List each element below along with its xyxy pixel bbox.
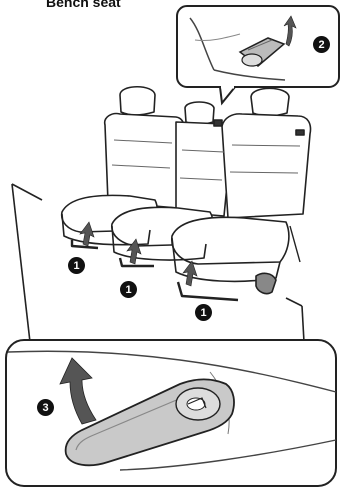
callout-step-2: 2: [313, 36, 330, 53]
callout-step-1: 1: [195, 304, 212, 321]
diagram-title: Bench seat: [46, 0, 121, 10]
inset-seat-handle: [6, 340, 336, 486]
inset-recline-lever: [177, 6, 339, 103]
callout-step-1: 1: [68, 257, 85, 274]
up-arrow-icon: [183, 261, 197, 286]
callout-step-3: 3: [37, 399, 54, 416]
callout-step-1: 1: [120, 281, 137, 298]
rear-bench-seat-illustration: [62, 87, 311, 300]
